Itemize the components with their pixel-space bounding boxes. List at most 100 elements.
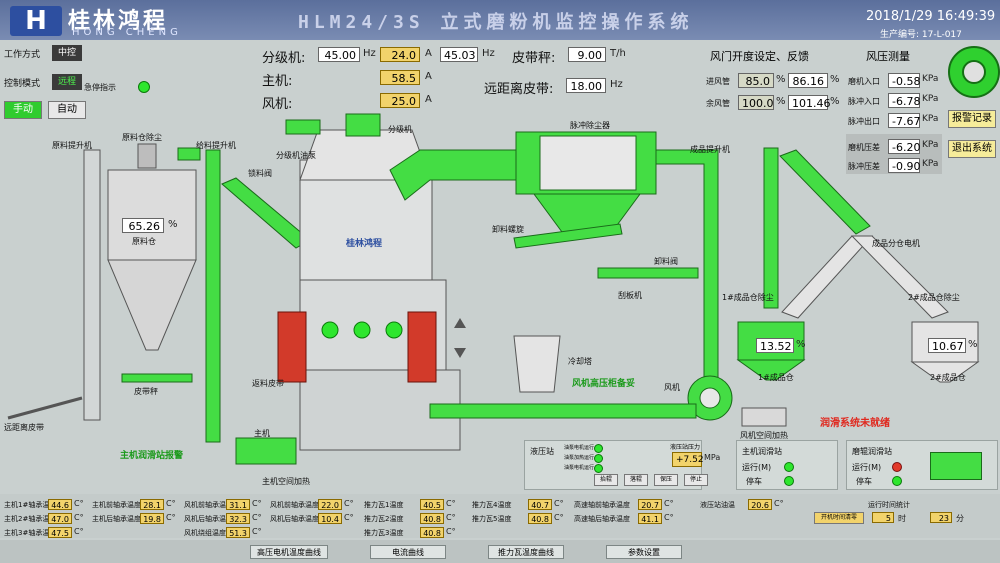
pressure-unit-1: KPa xyxy=(922,74,939,84)
temp-label-main-bearing-3: 主机3#轴承温度 xyxy=(4,529,57,537)
runtime-hours-unit: 时 xyxy=(898,514,906,523)
company-name-en: HONG CHENG xyxy=(72,27,182,38)
arrow-down-icon xyxy=(454,348,466,358)
hydraulic-row-1: 油泵电机运行 xyxy=(564,445,595,451)
temp-label-thrust-2: 推力瓦2温度 xyxy=(364,515,404,523)
roller-up-button[interactable]: 抬辊 xyxy=(594,474,618,486)
main-lube-run-label: 运行(M) xyxy=(742,463,772,472)
fan-return-duct xyxy=(429,403,697,419)
temp-label-fan-front-2: 风机前轴承温度 xyxy=(270,501,319,509)
thrust-temp-curve-button[interactable]: 推力瓦温度曲线 xyxy=(488,545,564,559)
damper-panel-title: 风门开度设定、反馈 xyxy=(710,50,809,63)
manual-button[interactable]: 手动 xyxy=(4,101,42,119)
temp-label-thrust-3: 推力瓦3温度 xyxy=(364,529,404,537)
temp-unit-main-front: C° xyxy=(166,499,176,508)
temp-label-fan-rear-2: 风机后轴承温度 xyxy=(270,515,319,523)
temp-value-main-bearing-3: 47.5 xyxy=(48,527,72,538)
remote-belt-input[interactable]: 18.00 xyxy=(566,78,606,93)
arrow-up-icon xyxy=(454,318,466,328)
temp-unit-main-bearing-1: C° xyxy=(74,499,84,508)
damper-inlet-label: 进风管 xyxy=(706,77,730,86)
pressure-unit-4: KPa xyxy=(922,140,939,150)
label-fan-heater: 风机空间加热 xyxy=(740,431,788,440)
temp-label-fan-front-1: 风机前轴承温度 xyxy=(184,501,233,509)
damper-excess-set[interactable]: 100.0 xyxy=(738,95,774,110)
fan-heater-shape xyxy=(741,407,787,427)
raw-silo-shape xyxy=(107,169,197,261)
damper-inlet-unit1: % xyxy=(776,74,786,85)
roller-indicator-2 xyxy=(353,321,371,339)
main-lube-run-led xyxy=(784,462,794,472)
dust-collector-hopper xyxy=(533,193,641,233)
temp-unit-hs-front: C° xyxy=(664,499,674,508)
temp-value-hs-front: 20.7 xyxy=(638,499,662,510)
temp-label-thrust-1: 推力瓦1温度 xyxy=(364,501,404,509)
product-hoist-shape xyxy=(763,147,779,309)
classifier-label: 分级机: xyxy=(262,51,306,66)
temp-value-main-bearing-2: 47.0 xyxy=(48,513,72,524)
temp-unit-fan-rear-2: C° xyxy=(344,513,354,522)
exit-system-button[interactable]: 退出系统 xyxy=(948,140,996,158)
hydraulic-stop-button[interactable]: 停止 xyxy=(684,474,708,486)
parameter-settings-button[interactable]: 参数设置 xyxy=(606,545,682,559)
classifier-motor-shape xyxy=(345,113,381,137)
label-unload-screw: 卸料螺旋 xyxy=(492,225,524,234)
divider-chute-left xyxy=(781,235,874,319)
mill-lube-run-label: 运行(M) xyxy=(852,463,882,472)
feed-hoist-motor xyxy=(177,147,201,161)
label-raw-silo-dust: 原料仓除尘 xyxy=(122,133,162,142)
pressure-label-4: 磨机压差 xyxy=(848,143,880,152)
damper-inlet-set[interactable]: 85.0 xyxy=(738,73,774,88)
label-main-machine: 主机 xyxy=(254,429,270,438)
pressure-hold-button[interactable]: 保压 xyxy=(654,474,678,486)
runtime-label: 运行时间统计 xyxy=(868,501,910,509)
control-mode-value[interactable]: 远程 xyxy=(52,74,82,90)
pulse-dust-bags xyxy=(539,135,637,191)
main-machine-label: 主机: xyxy=(262,74,293,89)
roller-indicator-3 xyxy=(385,321,403,339)
runtime-reset-button[interactable]: 开机时间清零 xyxy=(814,512,864,524)
main-current: 58.5 xyxy=(380,70,420,85)
hv-motor-temp-curve-button[interactable]: 高压电机温度曲线 xyxy=(250,545,328,559)
raw-silo-level: 65.26 xyxy=(122,218,164,233)
main-lube-stop-label: 停车 xyxy=(746,477,762,486)
pressure-label-3: 脉冲出口 xyxy=(848,117,880,126)
lube-warning-text: 润滑系统未就绪 xyxy=(820,418,890,429)
fan-label: 风机: xyxy=(262,97,293,112)
temp-unit-thrust-2: C° xyxy=(446,513,456,522)
hydraulic-led-3 xyxy=(594,464,603,473)
label-raw-silo: 原料仓 xyxy=(132,237,156,246)
grinding-roller-left xyxy=(277,311,307,383)
label-fan: 风机 xyxy=(664,383,680,392)
belt-scale-label: 皮带秤: xyxy=(512,51,556,66)
alarm-record-button[interactable]: 报警记录 xyxy=(948,110,996,128)
mill-lube-station-icon xyxy=(930,452,982,480)
company-name-cn: 桂林鸿程 xyxy=(68,8,169,34)
current-curve-button[interactable]: 电流曲线 xyxy=(370,545,446,559)
label-product-divider: 成品分仓电机 xyxy=(872,239,920,248)
runtime-hours: 5 xyxy=(872,512,894,523)
temp-unit-fan-front-2: C° xyxy=(344,499,354,508)
belt-scale-shape xyxy=(121,373,193,383)
temp-unit-thrust-1: C° xyxy=(446,499,456,508)
temp-unit-thrust-3: C° xyxy=(446,527,456,536)
temp-label-main-rear: 主机后轴承温度 xyxy=(92,515,141,523)
mill-lube-title: 磨辊润滑站 xyxy=(852,447,892,456)
temp-value-main-rear: 19.8 xyxy=(140,513,164,524)
datetime: 2018/1/29 16:49:39 xyxy=(866,9,996,24)
belt-scale-input[interactable]: 9.00 xyxy=(568,47,606,62)
roller-down-button[interactable]: 落辊 xyxy=(624,474,648,486)
pressure-unit-5: KPa xyxy=(922,159,939,169)
classifier-current: 24.0 xyxy=(380,47,420,62)
pressure-unit-2: KPa xyxy=(922,94,939,104)
damper-panel: 风门开度设定、反馈 进风管 85.0 % 86.16 % 余风管 100.0 %… xyxy=(706,46,840,118)
temp-value-fan-front-1: 31.1 xyxy=(226,499,250,510)
label-pulse-dust: 脉冲除尘器 xyxy=(570,121,610,130)
belt-scale-unit: T/h xyxy=(610,48,626,59)
auto-button[interactable]: 自动 xyxy=(48,101,86,119)
remote-belt-unit: Hz xyxy=(610,79,623,90)
work-mode-label: 工作方式 xyxy=(4,50,41,60)
classifier-set-input[interactable]: 45.00 xyxy=(318,47,360,62)
damper-inlet-feedback: 86.16 xyxy=(788,73,828,88)
work-mode-value[interactable]: 中控 xyxy=(52,45,82,61)
